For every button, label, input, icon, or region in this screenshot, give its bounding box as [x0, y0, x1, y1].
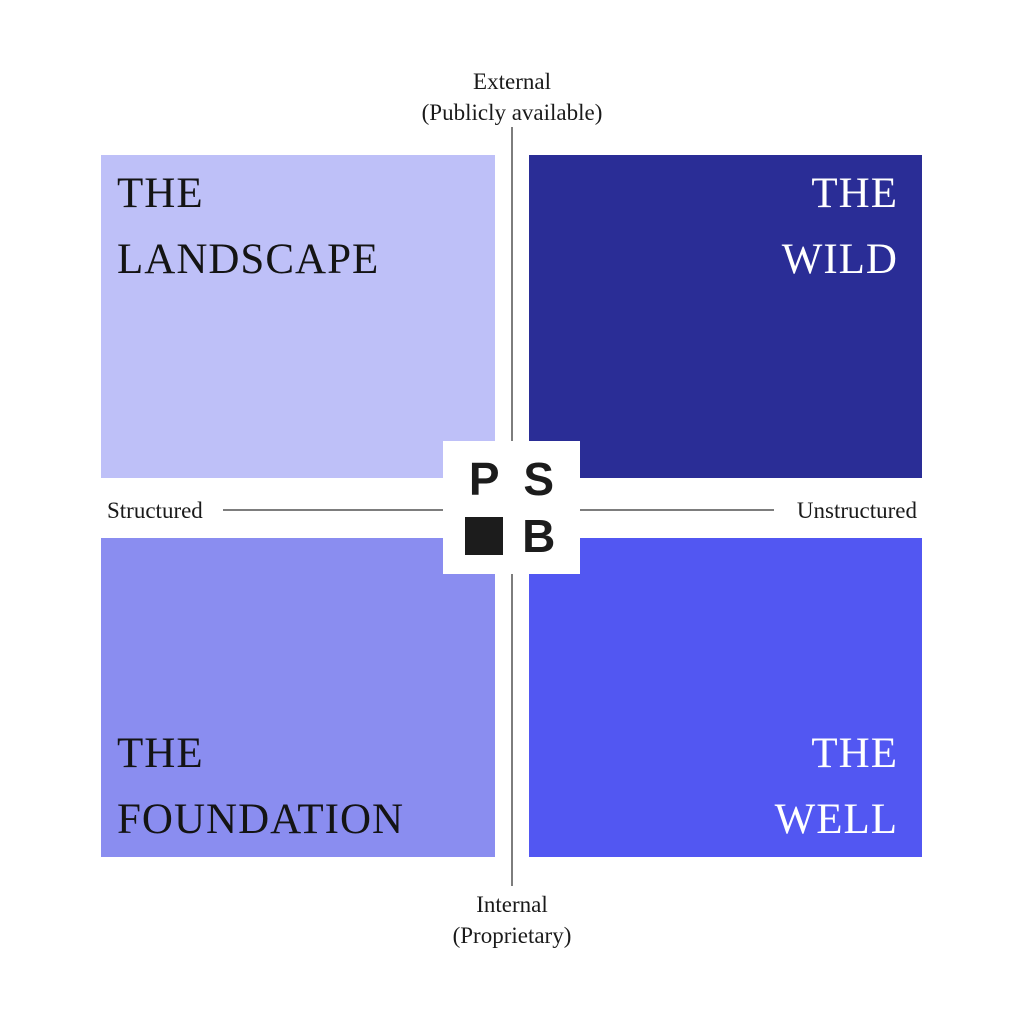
axis-label-external: External (Publicly available): [0, 66, 1024, 128]
quadrant-title-line1: THE: [811, 170, 898, 217]
quadrant-title-line1: THE: [811, 730, 898, 777]
quadrant-title: THE WILD: [782, 161, 898, 293]
quadrant-title-line1: THE: [117, 730, 204, 777]
axis-label-internal-line2: (Proprietary): [452, 923, 572, 948]
axis-label-internal-line1: Internal: [476, 892, 548, 917]
psb-logo: P S B: [443, 441, 580, 574]
quadrant-the-well: THE WELL: [529, 538, 922, 857]
quadrant-title-line2: WELL: [774, 796, 898, 843]
quadrant-the-foundation: THE FOUNDATION: [101, 538, 495, 857]
quadrant-the-landscape: THE LANDSCAPE: [101, 155, 495, 478]
axis-label-external-line2: (Publicly available): [421, 100, 603, 125]
quadrant-title-line2: LANDSCAPE: [117, 236, 380, 283]
logo-letter-b: B: [522, 509, 556, 562]
quadrant-title-line1: THE: [117, 170, 204, 217]
quadrant-title: THE LANDSCAPE: [117, 161, 379, 293]
axis-label-external-line1: External: [473, 69, 551, 94]
black-square-icon: [465, 516, 504, 555]
quadrant-title: THE FOUNDATION: [117, 721, 404, 853]
logo-letter-s: S: [523, 453, 555, 506]
axis-label-unstructured: Unstructured: [796, 498, 917, 523]
axis-label-internal: Internal (Proprietary): [0, 889, 1024, 951]
quadrant-title-line2: WILD: [781, 236, 898, 283]
logo-letter-p: P: [468, 453, 500, 506]
quadrant-title: THE WELL: [775, 721, 898, 853]
axis-label-structured: Structured: [107, 498, 203, 523]
quadrant-the-wild: THE WILD: [529, 155, 922, 478]
quadrant-title-line2: FOUNDATION: [117, 796, 405, 843]
